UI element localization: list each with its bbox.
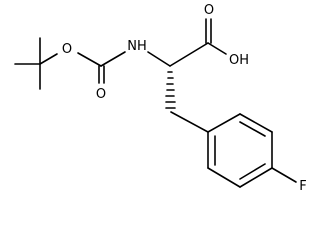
carbonyl-oxygen-bottom-label: O <box>96 87 106 102</box>
fluorine-label: F <box>299 179 306 194</box>
boc-carbamate-group <box>77 51 126 84</box>
tert-butyl-group <box>14 37 58 90</box>
carboxylic-acid-group <box>205 18 227 55</box>
alpha-carbon-group <box>147 42 209 133</box>
ring-bond-5 <box>207 167 241 188</box>
bond-ester-o-carbonyl <box>77 52 102 67</box>
stereo-hash-bond <box>165 71 176 109</box>
ring-bond-1 <box>207 113 241 133</box>
ring-inner-bond-1 <box>239 121 266 137</box>
bond-nh-alpha <box>147 51 171 67</box>
molecule-structure: O OH NH O O F <box>14 3 307 194</box>
bond-acid-oh <box>207 42 227 55</box>
bond-carbonyl-nh <box>100 51 126 67</box>
carbonyl-oxygen-top-label: O <box>204 3 214 18</box>
bond-alpha-acid <box>169 42 209 67</box>
ester-oxygen-label: O <box>62 42 72 57</box>
nh-label: NH <box>127 39 147 54</box>
bond-tbu-oxygen <box>39 53 58 65</box>
ring-inner-bond-2 <box>239 163 266 180</box>
bond-ch2-ring <box>170 111 209 133</box>
bond-ring-fluorine <box>271 167 297 183</box>
ring-bond-2 <box>239 113 273 133</box>
acid-hydroxyl-label: OH <box>229 53 249 68</box>
ring-bond-4 <box>239 167 273 188</box>
fluorophenyl-ring <box>207 113 297 188</box>
